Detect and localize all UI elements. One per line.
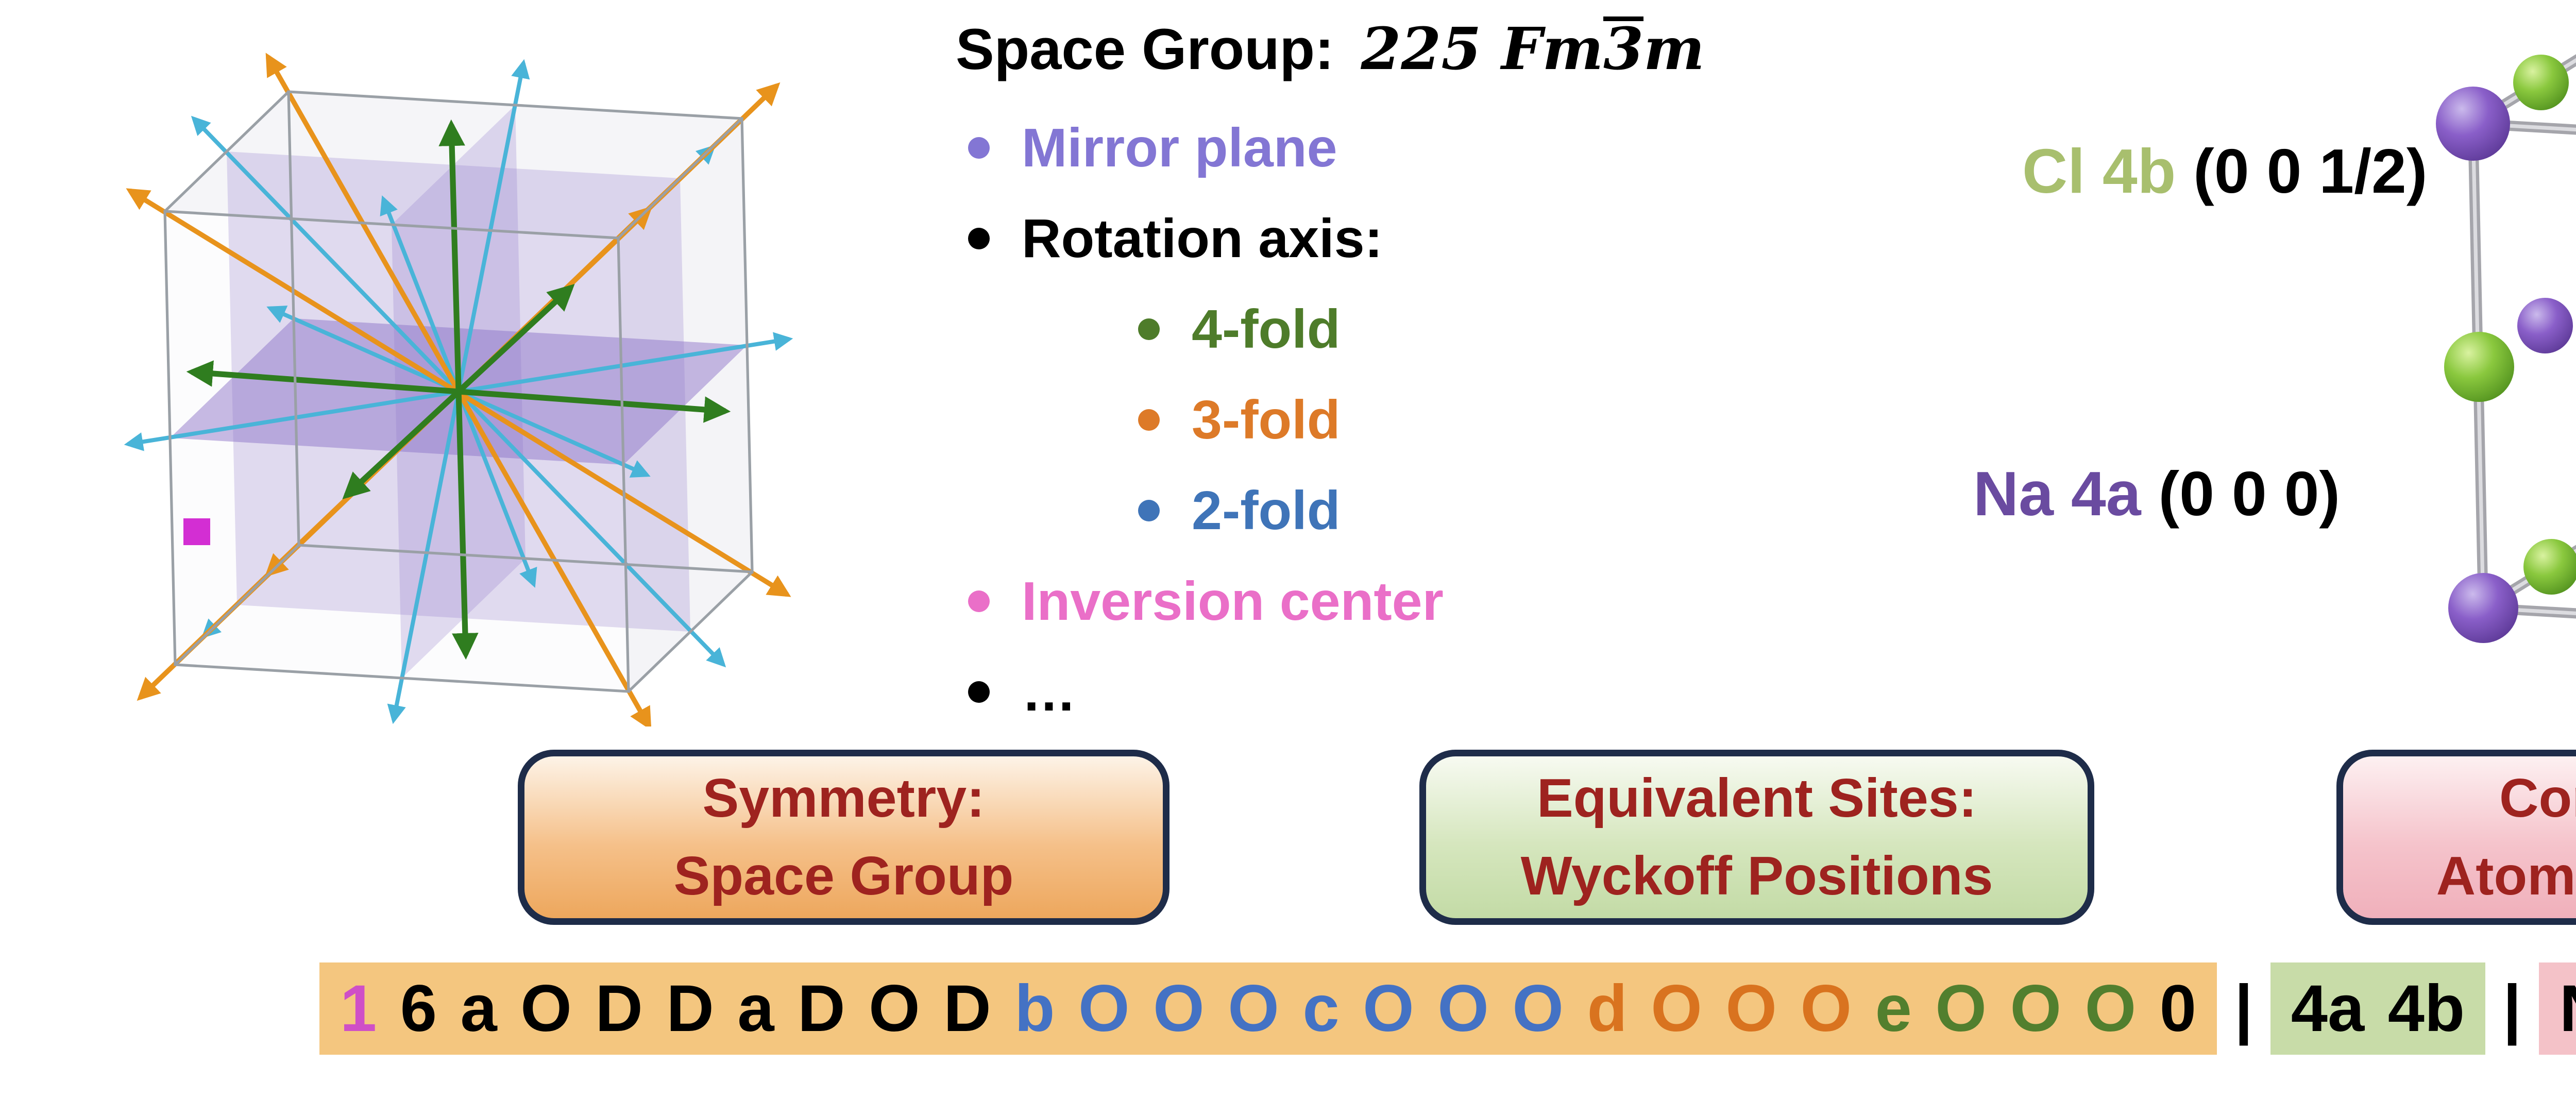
na-atom bbox=[2448, 573, 2518, 643]
token: 1 bbox=[340, 972, 377, 1045]
space-group-number: 225 bbox=[1361, 15, 1502, 83]
legend-label: Rotation axis: bbox=[1022, 208, 1383, 269]
cl-site-name: Cl 4b bbox=[2022, 136, 2194, 206]
token-separator: | bbox=[2503, 972, 2521, 1045]
space-group-legend: Space Group: 225 Fm3m Mirror plane Rotati… bbox=[956, 15, 1862, 737]
na-site-name: Na 4a bbox=[1973, 459, 2159, 529]
token: 6 a O D D a D O D bbox=[400, 972, 991, 1045]
cl-atom bbox=[2523, 539, 2576, 595]
fourfold-axis-arrow bbox=[342, 283, 575, 500]
composition-concept-box: Composition: Atoms + Fractions bbox=[2336, 750, 2576, 925]
legend-label: Mirror plane bbox=[1022, 117, 1337, 178]
legend-item-inversion-center: Inversion center bbox=[956, 556, 1862, 647]
na-atom bbox=[2517, 298, 2573, 353]
symmetry-cube-svg bbox=[124, 53, 793, 731]
wyckoff-concept-box: Equivalent Sites: Wyckoff Positions bbox=[1419, 750, 2094, 925]
symmetry-concept-box: Symmetry: Space Group bbox=[518, 750, 1170, 925]
nacl-structure-svg bbox=[2436, 54, 2576, 643]
legend-label: 2-fold bbox=[1192, 480, 1341, 541]
bullet-icon bbox=[968, 590, 990, 612]
bullet-icon bbox=[1138, 500, 1160, 521]
na-site-label: Na 4a (0 0 0) bbox=[1973, 458, 2340, 530]
symmetry-cube-figure bbox=[52, 5, 824, 731]
legend-item-ellipsis: … bbox=[956, 647, 1862, 737]
box-line2: Wyckoff Positions bbox=[1520, 846, 1993, 906]
fourfold-axes bbox=[186, 119, 731, 660]
cl-atom bbox=[2444, 332, 2514, 402]
front-atoms bbox=[2436, 87, 2518, 643]
bullet-icon bbox=[1138, 318, 1160, 340]
mid-atoms bbox=[2513, 55, 2576, 595]
bullet-icon bbox=[968, 137, 990, 159]
na-site-coords: (0 0 0) bbox=[2158, 459, 2341, 529]
cl-site-label: Cl 4b (0 0 1/2) bbox=[2022, 135, 2428, 207]
legend-item-mirror-plane: Mirror plane bbox=[956, 103, 1862, 193]
token-segment-spacegroup: 1 6 a O D D a D O D b O O O c O O O d O … bbox=[319, 962, 2217, 1055]
legend-item-2-fold: 2-fold bbox=[1126, 465, 1862, 556]
token: 0 bbox=[2159, 972, 2196, 1045]
cl-atom bbox=[2513, 55, 2569, 110]
space-group-symbol: Fm3m bbox=[1501, 15, 1705, 83]
legend-label: 4-fold bbox=[1192, 298, 1341, 360]
token-segment-wyckoff: 4a 4b bbox=[2270, 962, 2486, 1055]
legend-item-rotation-axis: Rotation axis: bbox=[956, 193, 1862, 284]
cube-edges bbox=[163, 90, 754, 693]
token-segment-composition: Na 0.5 Cl 0.5 bbox=[2538, 962, 2576, 1055]
legend-label: … bbox=[1022, 661, 1076, 722]
bullet-icon bbox=[968, 681, 990, 703]
space-group-title: Space Group: 225 Fm3m bbox=[956, 15, 1862, 83]
token: Na 0.5 Cl 0.5 bbox=[2560, 972, 2576, 1045]
legend-item-4-fold: 4-fold bbox=[1126, 284, 1862, 375]
box-line2: Atoms + Fractions bbox=[2436, 846, 2576, 906]
na-atom bbox=[2436, 87, 2510, 161]
token: e O O O bbox=[1875, 972, 2137, 1045]
legend-label: 3-fold bbox=[1192, 389, 1341, 450]
box-line1: Composition: bbox=[2499, 768, 2576, 829]
box-line1: Equivalent Sites: bbox=[1536, 768, 1977, 829]
bullet-icon bbox=[1138, 409, 1160, 431]
token: 4a 4b bbox=[2291, 972, 2465, 1045]
legend-item-3-fold: 3-fold bbox=[1126, 375, 1862, 465]
bullet-icon bbox=[968, 228, 990, 249]
legend-label: Inversion center bbox=[1022, 570, 1444, 632]
token-separator: | bbox=[2234, 972, 2253, 1045]
box-line1: Symmetry: bbox=[702, 768, 985, 829]
token: d O O O bbox=[1587, 972, 1852, 1045]
token: b O O O c O O O bbox=[1014, 972, 1564, 1045]
overbar-3: 3 bbox=[1603, 15, 1644, 83]
inversion-center-marker bbox=[183, 518, 210, 545]
cl-site-coords: (0 0 1/2) bbox=[2193, 136, 2428, 206]
space-group-label: Space Group: bbox=[956, 17, 1334, 81]
box-line2: Space Group bbox=[673, 846, 1014, 906]
nacl-structure-figure bbox=[2421, 0, 2576, 701]
token-string-row: 1 6 a O D D a D O D b O O O c O O O d O … bbox=[319, 962, 2576, 1055]
